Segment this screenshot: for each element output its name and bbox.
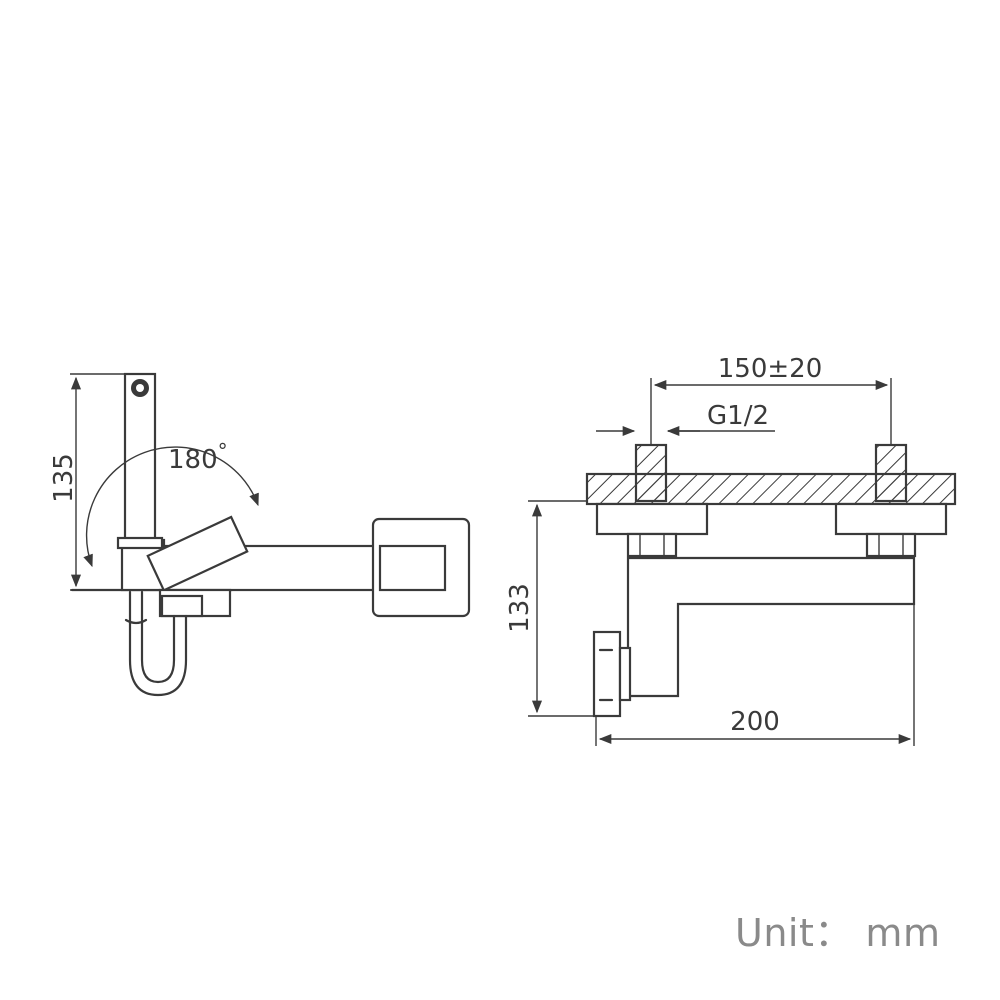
side-view: 135 180° [49,372,471,697]
handle-cap-center [136,384,144,392]
inlet-pipe-right [874,443,908,503]
unit-label: Unit： mm [735,911,941,955]
hose-nut [160,594,204,618]
spout-arm-end [378,544,447,592]
dim-200-label: 200 [730,707,780,737]
rotation-arc [83,446,259,568]
rotation-label: 180 [168,445,218,475]
hose-inner [140,590,176,684]
dim-150-label: 150±20 [718,354,823,384]
hose-outer [128,590,188,697]
nut-left [626,532,678,558]
front-view: 150±20 G1/2 133 [505,354,957,746]
hose-break-mark [124,618,148,625]
inlet-pipe-left [634,443,668,503]
handle-stem [618,646,632,702]
escutcheon-right [834,502,948,536]
dim-135-label: 135 [49,453,79,503]
handle-knob-ridges [598,648,614,702]
handle-knob [592,630,622,718]
escutcheon-left [595,502,709,536]
mixer-body-front [626,556,916,698]
nut-right [865,532,917,558]
handle-vertical [123,372,157,542]
handle-rotated [146,515,249,592]
degree-symbol: ° [218,439,228,463]
thread-label: G1/2 [707,401,769,431]
dim-133-label: 133 [505,583,535,633]
handle-collar [116,536,164,550]
svg-text:180°: 180° [168,439,228,475]
